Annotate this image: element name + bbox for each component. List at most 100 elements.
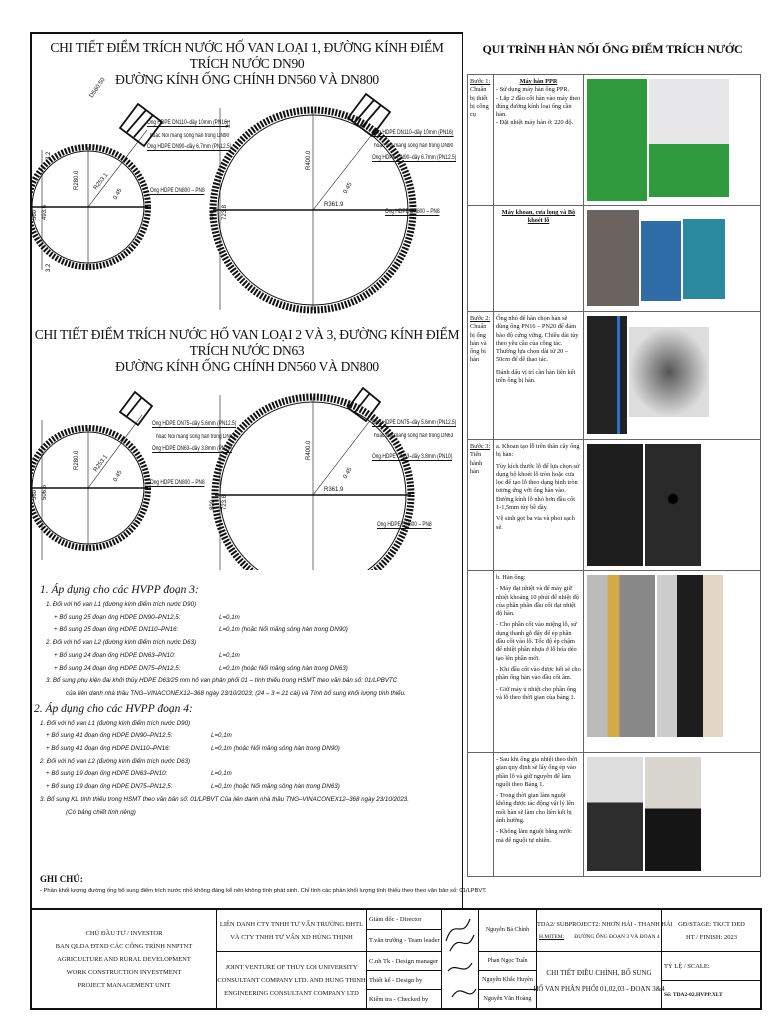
title-line: ĐƯỜNG KÍNH ỐNG CHÍNH DN560 VÀ DN800 [115,359,379,374]
step-desc: Chuẩn bị thiết bị công cụ [470,86,489,119]
desc-text: - Máy đạt nhiệt và để máy giữ nhiệt khoả… [496,585,579,618]
note-line: 2. Đối với hố van L2 (đường kính điểm tr… [46,639,197,647]
note-line: (Có bảng chiết tính riêng) [66,808,136,816]
branch-pipe-dn90 [118,102,164,148]
step-cell: Bước 2:Chuẩn bị ống hàn và ống bị hàn [467,311,494,440]
note-line: + Bổ sung 41 đoạn ống HDPE DN110–PN16: L=… [40,743,460,756]
notes: 1. Áp dụng cho các HVPP đoạn 3: 1. Đối v… [34,582,460,819]
desc-text: Đánh dấu vị trí cần hàn liên kết trên ốn… [496,368,576,385]
role-label: Giám đốc - Director [367,910,442,930]
dim-text: R400.0 [306,440,312,460]
drilling-pipe-photo [587,444,643,566]
note-item: + Bổ sung 24 đoạn ống HDPE DN75–PN12,5: [54,664,181,672]
step-cell: Bước 3:Tiến hành hàn [467,439,494,571]
note-value: L=0,1m [219,613,240,621]
desc-heading: Máy hàn PPR [519,78,558,85]
hdpe-pipes-photo [629,327,709,417]
consultant-text: VÀ CTY TNHH TƯ VẤN XD HÙNG THỊNH [230,933,353,941]
finished-joint-photo [645,757,701,871]
branch-pipe-dn63 [118,390,154,427]
note-line: + Bổ sung 19 đoạn ống HDPE DN63–PN10:L=0… [40,768,460,781]
callout-label: hoặc Nối măng sông hàn trong DN63 [374,433,454,439]
consultant-text: CONSULTANT COMPANY LTD. AND HUNG THINH [217,977,366,984]
drill-photo [641,221,681,301]
title-line: CHI TIẾT ĐIỂM TRÍCH NƯỚC HỐ VAN LOẠI 1, … [50,40,444,71]
desc-cell: b. Hàn ống: - Máy đạt nhiệt và để máy giữ… [493,570,584,753]
photo-cell [583,311,761,440]
step-label: Bước 3: [470,443,491,450]
note-line: 3. Bổ sung phụ kiện đai khởi thủy HDPE D… [46,677,398,685]
note-value: L=0,1m (hoặc Nối măng sông hàn trong DN9… [211,745,340,753]
note-item: + Bổ sung 41 đoạn ống HDPE DN110–PN16: [46,745,171,753]
desc-heading: Máy khoan, cưa lọng và Bộ khoét lỗ [501,209,576,225]
desc-text: - Sau khi ống gia nhiệt theo thời gian q… [496,756,578,788]
dim-text: 3.2 [46,263,52,272]
signature-cell [442,910,479,1010]
name-text: Nguyễn Khắc Huyên [479,971,537,990]
note-line: 1. Đối với hố van L1 (đường kính điểm tr… [46,601,197,608]
dim-text: R280.0 [74,170,80,190]
hmitem-text: ĐƯỜNG ỐNG ĐOẠN 3 VÀ ĐOẠN 4 [574,933,660,940]
desc-cell: - Sau khi ống gia nhiệt theo thời gian q… [493,752,584,877]
step-desc: Chuẩn bị ống hàn và ống bị hàn [470,323,487,364]
desc-text: - Giữ máy ủ nhiệt cho phần ống và lỗ the… [496,685,577,701]
investor-text: BAN QLDA ĐTXD CÁC CÔNG TRÌNH NNPTNT [55,943,193,950]
drawing-title: HỐ VAN PHÂN PHỐI 01,02,03 - ĐOẠN 3&4 [533,984,665,993]
dim-text: 723.8 [222,494,228,510]
note-line: + Bổ sung 25 đoạn ống HDPE DN90–PN12,5:L… [40,612,460,625]
name-text: Nguyễn Bá Chính [479,910,537,952]
dim-text: R400.0 [306,150,312,170]
role-label: Kiểm tra - Checked by [367,990,442,1010]
note-line: + Bổ sung 19 đoạn ống HDPE DN75–PN12,5:L… [40,781,460,794]
desc-text: - Cho phần cốt vào miệng lỗ, sử dụng tha… [496,621,577,662]
hole-saw-set-photo [587,210,639,306]
callout-label: Ống HDPE DN75–dầy 5.6mm (PN12.5) [372,420,457,427]
note-line: + Bổ sung 24 đoạn ống HDPE DN75–PN12,5: L… [40,663,460,676]
note-value: L=0,1m (hoặc Nối măng sông hàn trong DN6… [211,783,340,791]
step-cell [467,570,494,753]
dim-text: R280.0 [74,450,80,470]
desc-cell: Ống nhỏ để hàn chọn hàn sẽ dùng ống PN16… [493,311,584,440]
dim-text: 506.6 [42,484,48,500]
note-line: của liên danh nhà thầu TNG–VINACONEX12–3… [66,689,406,697]
desc-cell: Máy hàn PPR- Sử dụng máy hàn ống PPR.- L… [493,74,584,206]
investor-text: WORK CONSTRUCTION INVESTMENT [66,969,182,976]
note-value: L=0,1m (hoặc Nối măng sông hàn trong DN6… [219,664,348,672]
desc-text: - Khi đầu cốt vào được hết sẽ cho phần ố… [496,665,581,682]
role-label: Thiết kế - Design by [367,971,442,990]
dim-text: 560 [32,489,38,500]
role-label: T.văn trưởng - Team leader [367,930,442,952]
table-row: Bước 3:Tiến hành hàn a. Khoan tạo lỗ trê… [467,439,761,571]
project-cell: TDA2/ SUBPROJECT2: NHƠN HẢI - THANH HẢI … [537,910,673,952]
desc-text: a. Khoan tạo lỗ trên thân cây ống bị hàn… [496,443,580,459]
callout-label: Ống HDPE DN90–dầy 6.7mm (PN12.5) [147,144,232,151]
table-row: - Sau khi ống gia nhiệt theo thời gian q… [467,752,761,877]
drawing-title: CHI TIẾT ĐIỀU CHỈNH, BỔ SUNG [546,968,652,977]
note-line: 3. Bổ sung KL tính thiếu trong HSMT theo… [40,795,409,803]
photo-cell [583,752,761,877]
dim-text: 3.2 [46,151,52,160]
role-label: C.nh Tk - Design manager [367,952,442,971]
desc-text: - Trong thời gian làm nguội không được t… [496,792,575,825]
step-cell [467,752,494,877]
note-line: + Bổ sung 24 đoạn ống HDPE DN63–PN10:L=0… [40,650,460,663]
photo-cell [583,439,761,571]
investor-text: PROJECT MANAGEMENT UNIT [77,982,171,989]
note-line: 1. Đối với hố van L1 (đường kính điểm tr… [40,719,191,727]
notes-heading: 1. Áp dụng cho các HVPP đoạn 3: [40,584,199,596]
signatures [445,918,477,997]
step-desc: Tiến hành hàn [470,451,483,475]
table-row: Bước 1:Chuẩn bị thiết bị công cụ Máy hàn… [467,74,761,206]
drilled-hole-photo [645,444,701,566]
desc-text: b. Hàn ống: [496,574,526,581]
finish-text: HT / FINISH: 2023 [686,933,737,941]
callout-label: hoặc Nối măng sông hàn trong DN90 [150,133,230,139]
section1-title: CHI TIẾT ĐIỂM TRÍCH NƯỚC HỐ VAN LOẠI 1, … [32,40,462,88]
welding-insert-photo [587,575,655,737]
callout-label: Ống HDPE DN800 – PN8 [385,209,440,216]
photo-cell [583,205,761,312]
callout-label: Ống HDPE DN110–dầy 10mm (PN16) [372,130,454,137]
investor-text: CHỦ ĐẦU TƯ / INVESTOR [85,930,163,937]
